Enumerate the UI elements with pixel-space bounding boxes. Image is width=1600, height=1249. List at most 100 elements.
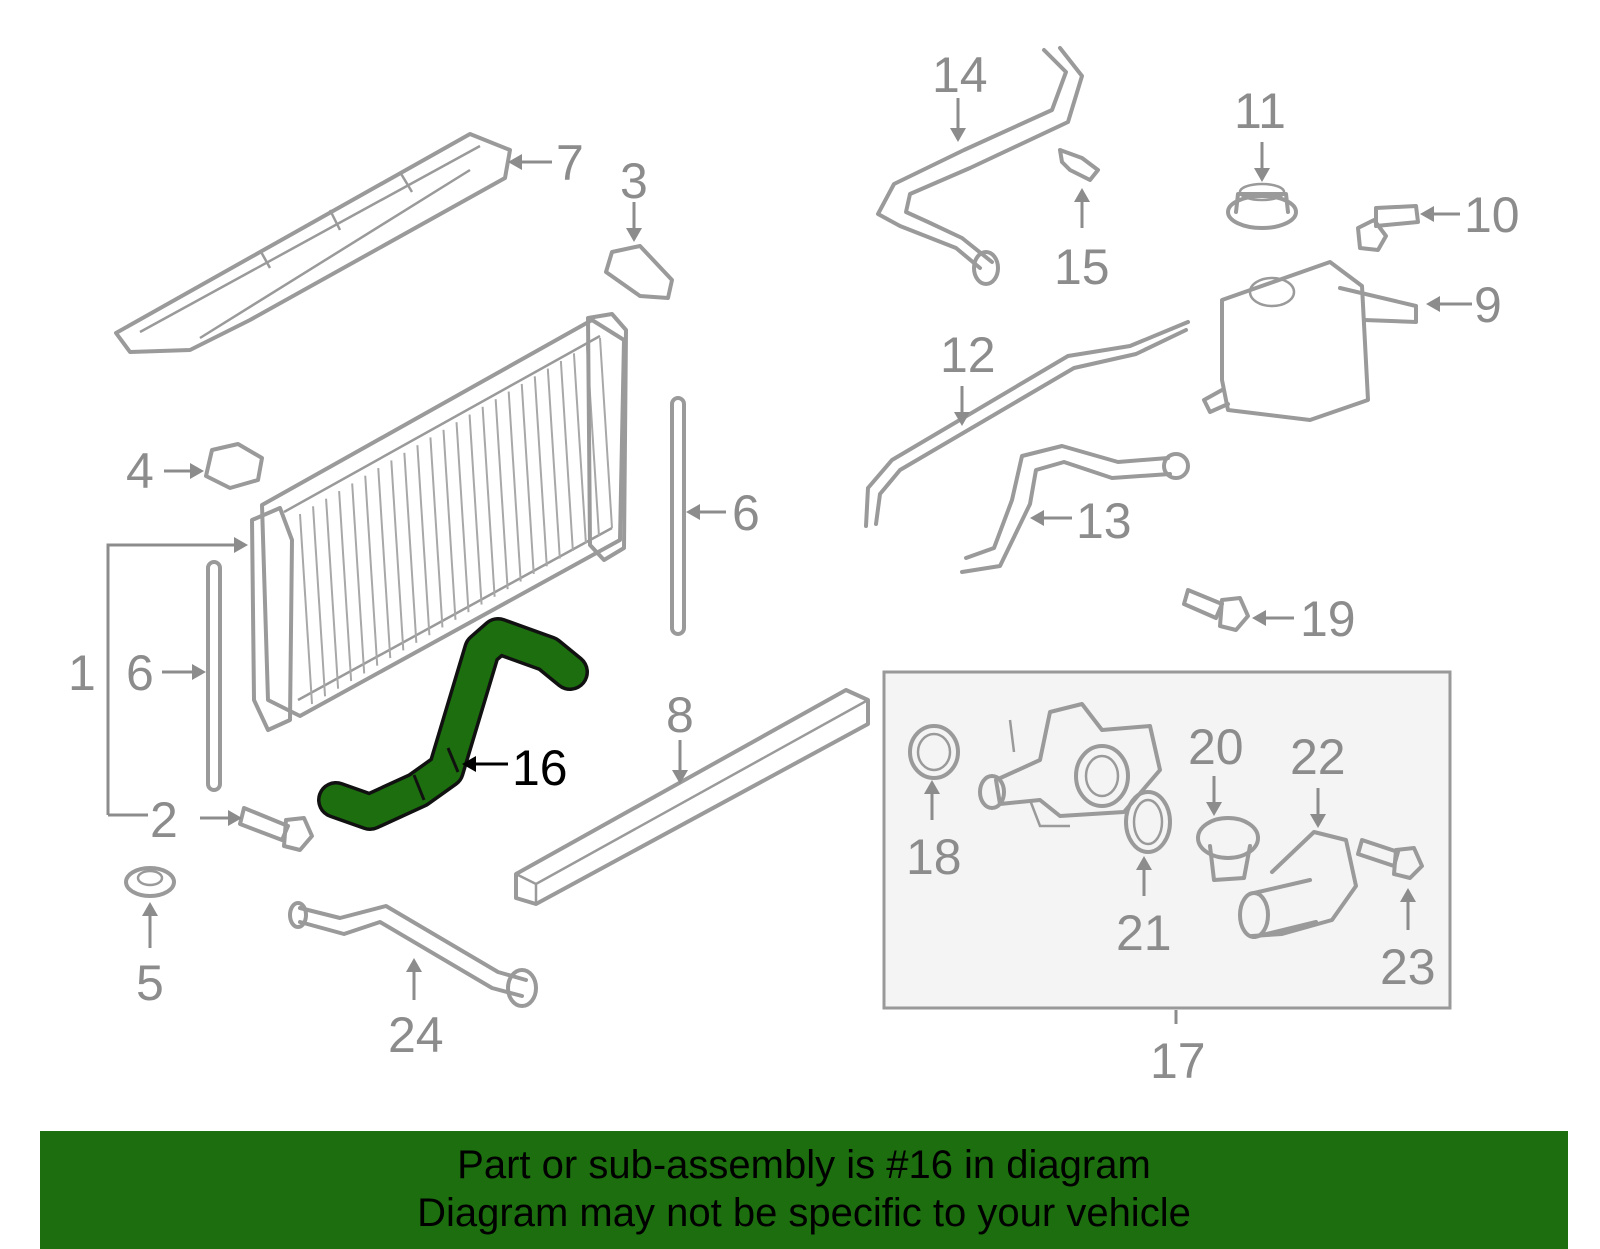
part-24-hose — [288, 901, 538, 1008]
radiator-fin — [312, 506, 327, 697]
radiator-fin — [364, 475, 379, 666]
callout-6-right: 6 — [732, 485, 760, 541]
callout-5: 5 — [136, 955, 164, 1011]
arrow-8 — [672, 770, 688, 784]
callout-18: 18 — [906, 829, 962, 885]
callout-11: 11 — [1234, 83, 1286, 139]
radiator-fin — [416, 445, 431, 636]
part-13-hose — [960, 444, 1190, 574]
arrow-2 — [228, 810, 242, 826]
radiator-fins — [299, 337, 613, 705]
radiator-fin — [325, 498, 340, 689]
callout-21: 21 — [1116, 905, 1172, 961]
radiator-fin — [390, 460, 405, 651]
arrow-13 — [1030, 510, 1044, 526]
parts-diagram: 7 3 4 1 6 6 2 5 — [68, 46, 1520, 1089]
callout-9: 9 — [1474, 277, 1502, 333]
radiator-fin — [377, 468, 392, 659]
arrow-16 — [462, 756, 476, 772]
callout-3: 3 — [620, 153, 648, 209]
info-banner: Part or sub-assembly is #16 in diagram D… — [40, 1131, 1568, 1249]
part-16-highlighted-hose — [317, 617, 589, 831]
part-7-upper-shield — [114, 132, 512, 354]
arrow-12 — [954, 412, 970, 426]
radiator-fin — [442, 429, 457, 620]
arrow-6-right — [686, 504, 700, 520]
arrow-1a — [234, 537, 248, 553]
callout-10: 10 — [1464, 187, 1520, 243]
callout-2: 2 — [150, 792, 178, 848]
radiator-fin — [429, 437, 444, 628]
arrow-7 — [508, 154, 522, 170]
arrow-3 — [626, 228, 642, 242]
part-19-bolt — [1182, 588, 1250, 632]
arrow-5 — [142, 902, 158, 916]
callout-22: 22 — [1290, 729, 1346, 785]
radiator-fin — [494, 399, 509, 590]
radiator-fin — [455, 422, 470, 613]
callout-23: 23 — [1380, 939, 1436, 995]
callout-6-left: 6 — [126, 645, 154, 701]
radiator-fin — [546, 368, 561, 559]
arrow-19 — [1252, 610, 1266, 626]
arrow-23 — [1400, 888, 1416, 902]
radiator-fin — [507, 391, 522, 582]
banner-line-disclaimer: Diagram may not be specific to your vehi… — [417, 1191, 1191, 1235]
callout-20: 20 — [1188, 719, 1244, 775]
radiator-fin — [572, 353, 587, 544]
part-21-o-ring — [1124, 790, 1172, 854]
radiator-fin — [468, 414, 483, 605]
arrow-18 — [924, 780, 940, 794]
radiator-fin — [533, 376, 548, 567]
arrow-10 — [1420, 206, 1434, 222]
radiator-fin — [481, 406, 496, 597]
part-10-bolt — [1356, 204, 1420, 252]
callout-4: 4 — [126, 443, 154, 499]
callout-13: 13 — [1076, 493, 1132, 549]
part-3-bracket — [604, 244, 674, 300]
thermostat-housing — [978, 702, 1162, 828]
arrow-20 — [1206, 802, 1222, 816]
part-4-pad — [204, 442, 264, 490]
part-5-grommet — [124, 866, 176, 898]
banner-line-part: Part or sub-assembly is #16 in diagram — [457, 1143, 1151, 1187]
radiator-fin — [403, 452, 418, 643]
radiator-fin — [338, 490, 353, 682]
callout-7: 7 — [556, 135, 584, 191]
callout-14: 14 — [932, 47, 988, 103]
arrow-24 — [406, 958, 422, 972]
part-23-bolt — [1356, 838, 1424, 880]
arrow-6-left — [192, 664, 206, 680]
radiator-fin — [520, 383, 535, 574]
callout-15: 15 — [1054, 239, 1110, 295]
arrow-21 — [1136, 856, 1152, 870]
part-15-clip — [1058, 148, 1100, 182]
radiator-assembly — [250, 312, 628, 732]
part-12-tube — [864, 320, 1190, 528]
arrow-22 — [1310, 814, 1326, 828]
arrow-15 — [1074, 188, 1090, 202]
arrow-11 — [1254, 168, 1270, 182]
part-14-hose — [876, 46, 1084, 286]
part-6-right-seal — [670, 396, 686, 636]
radiator-fin — [559, 360, 574, 552]
radiator-fin — [599, 337, 613, 529]
arrow-9 — [1426, 296, 1440, 312]
part-11-cap — [1226, 182, 1298, 230]
part-8-seal-bar — [514, 688, 870, 906]
part-9-reservoir — [1202, 260, 1418, 422]
part-18-ring — [908, 724, 960, 780]
callout-8: 8 — [666, 687, 694, 743]
callout-19: 19 — [1300, 591, 1356, 647]
part-22-water-outlet — [1238, 830, 1358, 939]
radiator-fin — [351, 483, 366, 674]
arrow-14 — [950, 128, 966, 142]
part-2-bolt — [238, 806, 314, 852]
callout-12: 12 — [940, 327, 996, 383]
parts-diagram-svg: 7 3 4 1 6 6 2 5 — [68, 46, 1520, 1089]
callout-24: 24 — [388, 1007, 444, 1063]
callout-17: 17 — [1150, 1033, 1206, 1089]
arrow-4 — [190, 463, 204, 479]
part-6-left-seal — [206, 560, 222, 792]
callout-16: 16 — [512, 740, 568, 796]
